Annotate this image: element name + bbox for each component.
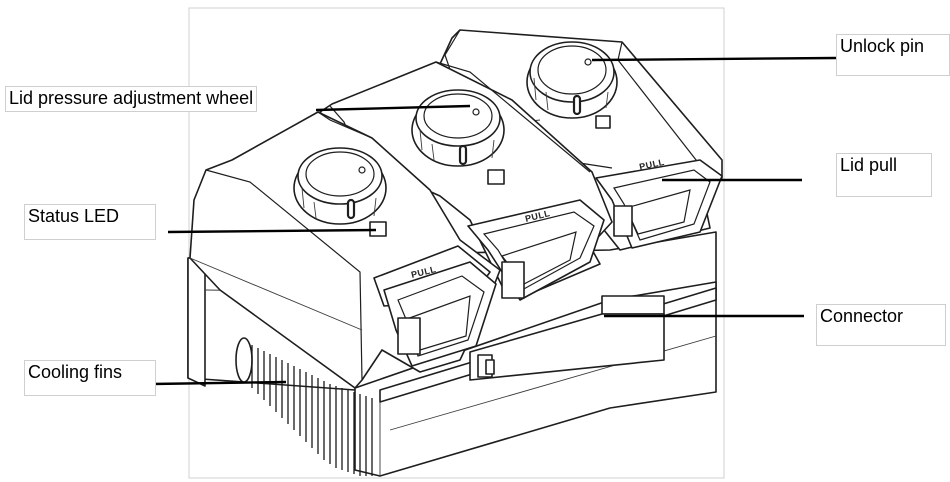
label-cooling-fins-text: Cooling fins	[28, 362, 123, 382]
label-lid-pull: Lid pull	[836, 153, 932, 197]
leader-status-led	[167, 228, 377, 234]
label-lid-pull-text: Lid pull	[840, 155, 898, 175]
label-lid-pressure-wheel: Lid pressure adjustment wheel	[5, 86, 258, 112]
leader-cooling-fins	[151, 380, 287, 386]
label-lid-pressure-wheel-text: Lid pressure adjustment wheel	[9, 88, 254, 108]
label-connector: Connector	[816, 304, 946, 346]
illustration-frame	[188, 7, 725, 479]
label-status-led-text: Status LED	[28, 206, 120, 226]
label-unlock-pin: Unlock pin	[836, 34, 950, 76]
label-unlock-pin-text: Unlock pin	[840, 36, 925, 56]
module-middle	[319, 61, 613, 301]
label-status-led: Status LED	[24, 204, 156, 240]
leader-lid-pressure-wheel	[315, 104, 471, 112]
module-left	[189, 111, 501, 389]
label-cooling-fins: Cooling fins	[24, 360, 156, 396]
cooling-fins	[251, 345, 373, 476]
label-connector-text: Connector	[820, 306, 904, 326]
leader-unlock-pin	[591, 56, 837, 62]
